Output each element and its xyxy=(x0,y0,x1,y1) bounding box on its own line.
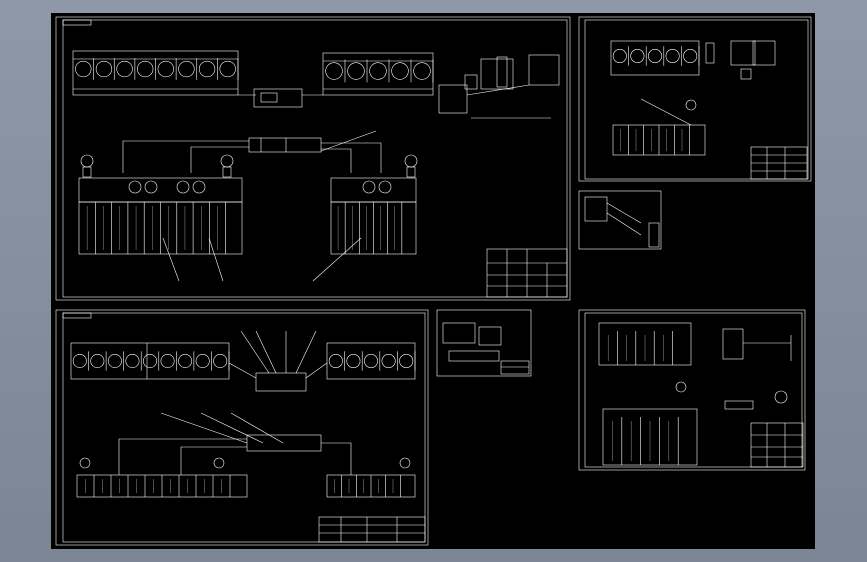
fan-symbol xyxy=(213,354,228,368)
title-block xyxy=(486,248,568,298)
sheet-border xyxy=(436,309,532,377)
fan-symbol xyxy=(219,60,236,78)
sheet-6[interactable] xyxy=(578,309,806,471)
fan-symbol xyxy=(346,354,361,368)
side-view-unit xyxy=(438,84,468,114)
fan-symbol xyxy=(178,60,195,78)
fan-symbol xyxy=(143,354,157,368)
fan-symbol xyxy=(665,49,680,63)
fan-symbol xyxy=(125,354,140,368)
sheet-4[interactable] xyxy=(55,309,429,546)
compressor-module xyxy=(253,88,303,108)
sheet-border xyxy=(578,190,662,250)
sheet-inner-frame xyxy=(584,19,809,180)
condenser-unit-upper-right xyxy=(322,52,434,96)
pipe-run xyxy=(321,442,352,475)
title-block xyxy=(500,360,530,375)
compressor-module xyxy=(255,372,307,392)
fan-symbol xyxy=(325,62,343,80)
sheet-5[interactable] xyxy=(436,309,532,377)
sheet-border xyxy=(578,16,812,182)
sheet-border xyxy=(55,16,571,301)
cabinet-assembly-left xyxy=(78,154,243,255)
fan-symbol xyxy=(198,60,216,78)
fan-symbol xyxy=(648,49,662,63)
condenser-unit xyxy=(610,40,700,76)
pipe-run xyxy=(180,446,247,475)
fan-symbol xyxy=(683,49,698,63)
fan-symbol xyxy=(178,354,193,368)
fan-symbol xyxy=(413,62,431,80)
fan-symbol xyxy=(157,60,174,78)
cad-drawing-svg xyxy=(55,16,812,546)
fan-symbol xyxy=(347,62,365,80)
fan-symbol xyxy=(160,354,175,368)
sheet-1[interactable] xyxy=(55,16,571,301)
fan-symbol xyxy=(328,354,343,368)
fan-symbol xyxy=(75,60,92,78)
drawing-canvas[interactable] xyxy=(51,13,815,549)
fan-symbol xyxy=(72,354,87,368)
central-distribution-box xyxy=(246,434,322,452)
pipe-run xyxy=(321,148,352,173)
pipe-run xyxy=(118,438,247,475)
cabinet-assembly-right xyxy=(330,154,418,255)
cabinet-row-left xyxy=(76,457,248,498)
condenser-unit-left xyxy=(70,342,230,380)
condenser-unit xyxy=(598,322,692,366)
pipe-run xyxy=(321,142,382,173)
fan-symbol xyxy=(630,49,645,63)
fan-symbol xyxy=(391,62,409,80)
fan-symbol xyxy=(612,49,627,63)
title-block xyxy=(750,422,804,468)
fan-symbol xyxy=(90,354,105,368)
fan-symbol xyxy=(364,354,378,368)
fan-symbol xyxy=(95,60,113,78)
condenser-unit-right xyxy=(326,342,416,380)
cabinet-row-right xyxy=(326,457,416,498)
fan-symbol xyxy=(116,60,133,78)
cabinet-row xyxy=(602,408,698,466)
condenser-unit-upper-left xyxy=(72,50,239,96)
fan-symbol xyxy=(195,354,210,368)
central-distribution-box xyxy=(248,137,322,153)
fan-symbol xyxy=(137,60,154,78)
fan-symbol xyxy=(399,354,414,368)
fan-symbol xyxy=(107,354,122,368)
fan-symbol xyxy=(381,354,396,368)
sheet-2[interactable] xyxy=(578,16,812,182)
sheet-3[interactable] xyxy=(578,190,662,250)
fan-symbol xyxy=(369,62,387,80)
sheet-inner-frame xyxy=(584,312,803,468)
sheet-border xyxy=(578,309,806,471)
pipe-run xyxy=(190,146,249,173)
sheet-inner-frame xyxy=(62,312,426,543)
title-block xyxy=(318,516,426,543)
title-tag xyxy=(62,312,92,319)
sheet-inner-frame xyxy=(62,19,568,298)
title-block xyxy=(750,146,808,180)
sheet-border xyxy=(55,309,429,546)
side-view-unit xyxy=(730,40,756,66)
pipe-run xyxy=(122,140,249,173)
title-tag xyxy=(62,19,92,26)
